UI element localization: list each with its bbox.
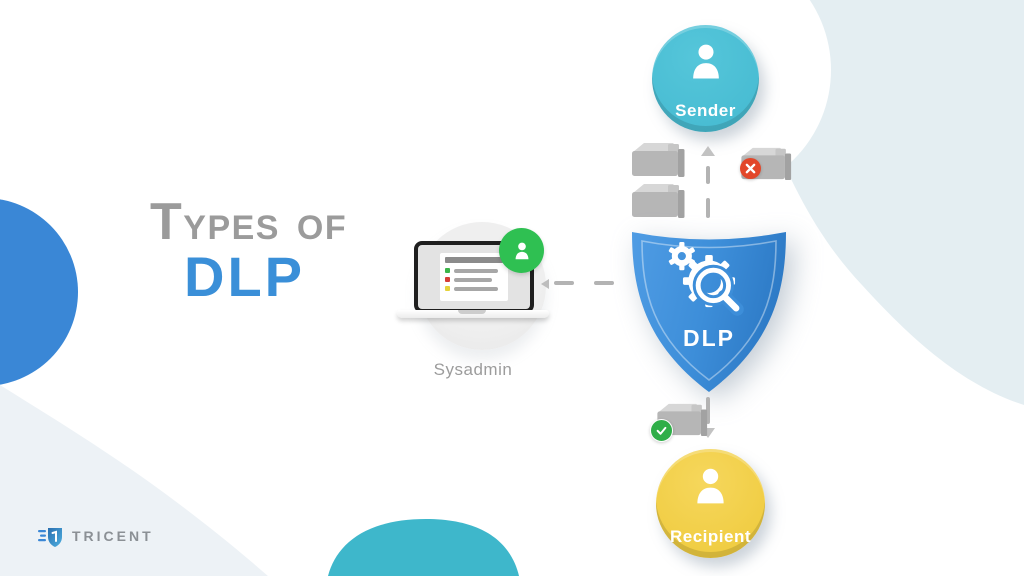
list-item <box>445 286 503 291</box>
arrow-down-icon <box>701 428 715 438</box>
gear-search-icon <box>663 242 755 323</box>
dash <box>706 166 710 184</box>
dash <box>554 281 574 285</box>
list-item <box>445 277 503 282</box>
bottom-left-blob <box>0 385 268 576</box>
recipient-label: Recipient <box>669 527 752 546</box>
tricent-logo: TRICENT <box>38 524 154 548</box>
person-icon <box>652 40 759 84</box>
panel-header-bar <box>445 257 503 263</box>
sender-node: Sender <box>652 25 759 132</box>
list-line <box>454 268 498 273</box>
shield-dlp-label: DLP <box>683 325 735 351</box>
person-icon <box>656 464 765 509</box>
dash <box>706 397 710 424</box>
green-bullet <box>445 268 450 273</box>
yellow-bullet <box>445 286 450 291</box>
policy-list-panel <box>440 253 508 301</box>
laptop-hinge <box>458 310 486 314</box>
list-line <box>454 277 492 282</box>
sender-label: Sender <box>675 101 736 120</box>
arrow-left-icon <box>541 279 549 289</box>
admin-user-badge <box>499 228 544 273</box>
red-bullet <box>445 277 450 282</box>
logo-text: TRICENT <box>72 528 154 544</box>
dlp-shield <box>621 224 797 400</box>
arrow-up-icon <box>701 146 715 156</box>
title-prefix: Types of <box>150 193 348 251</box>
list-line <box>454 286 498 291</box>
title-main: DLP <box>184 245 305 308</box>
dash <box>706 198 710 218</box>
list-item <box>445 268 503 273</box>
blocked-x-icon <box>740 158 761 179</box>
person-icon <box>515 242 528 259</box>
approved-check-icon <box>650 419 673 442</box>
recipient-node: Recipient <box>656 449 765 558</box>
left-blue-circle <box>0 199 78 385</box>
laptop-icon <box>414 241 534 313</box>
mail-icon <box>628 140 688 183</box>
dash <box>594 281 614 285</box>
bottom-teal-blob <box>328 519 519 576</box>
tricent-shield-icon <box>38 528 62 547</box>
laptop-base <box>397 310 549 318</box>
mail-icon <box>628 181 688 224</box>
sysadmin-label: Sysadmin <box>433 360 513 379</box>
